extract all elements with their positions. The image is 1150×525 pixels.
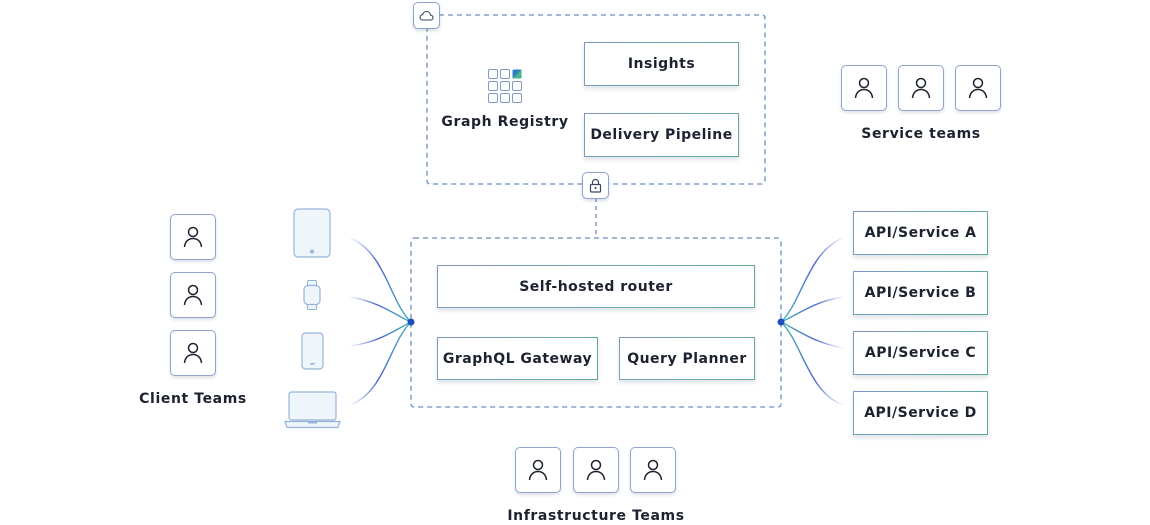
registry-container <box>426 14 766 185</box>
watch-icon <box>303 280 321 310</box>
query-planner-label: Query Planner <box>627 350 747 367</box>
service-team-person-icon <box>898 65 944 111</box>
api-service-box: API/Service B <box>853 271 988 315</box>
router-left-node <box>407 318 415 326</box>
service-team-person-icon <box>841 65 887 111</box>
api-service-label: API/Service A <box>864 225 977 241</box>
delivery-pipeline-label: Delivery Pipeline <box>590 127 733 143</box>
api-service-box: API/Service C <box>853 331 988 375</box>
client-teams-label: Client Teams <box>139 391 247 407</box>
client-team-person-icon <box>170 272 216 318</box>
service-teams-label: Service teams <box>861 126 981 142</box>
delivery-pipeline-box: Delivery Pipeline <box>584 113 739 157</box>
infra-team-person-icon <box>630 447 676 493</box>
client-curves <box>349 237 412 406</box>
api-service-label: API/Service D <box>864 405 977 421</box>
router-right-node <box>777 318 785 326</box>
client-team-person-icon <box>170 214 216 260</box>
phone-icon <box>301 332 324 370</box>
graph-registry-grid-icon <box>488 69 524 105</box>
api-service-box: API/Service D <box>853 391 988 435</box>
api-service-label: API/Service B <box>864 285 977 301</box>
infrastructure-teams-label: Infrastructure Teams <box>507 508 685 524</box>
lock-icon <box>582 172 609 199</box>
self-hosted-router-label: Self-hosted router <box>519 278 673 295</box>
api-service-box: API/Service A <box>853 211 988 255</box>
self-hosted-router-box: Self-hosted router <box>437 265 755 308</box>
laptop-icon <box>284 391 341 429</box>
graph-registry-label: Graph Registry <box>441 114 569 130</box>
infra-team-person-icon <box>515 447 561 493</box>
service-team-person-icon <box>955 65 1001 111</box>
graphql-gateway-label: GraphQL Gateway <box>442 350 593 367</box>
insights-box: Insights <box>584 42 739 86</box>
graphql-gateway-box: GraphQL Gateway <box>437 337 598 380</box>
service-curves <box>780 237 844 406</box>
tablet-icon <box>293 208 331 258</box>
api-service-label: API/Service C <box>864 345 977 361</box>
infra-team-person-icon <box>573 447 619 493</box>
insights-label: Insights <box>627 56 696 72</box>
router-container <box>410 237 782 408</box>
client-team-person-icon <box>170 330 216 376</box>
query-planner-box: Query Planner <box>619 337 755 380</box>
cloud-icon <box>413 2 440 29</box>
